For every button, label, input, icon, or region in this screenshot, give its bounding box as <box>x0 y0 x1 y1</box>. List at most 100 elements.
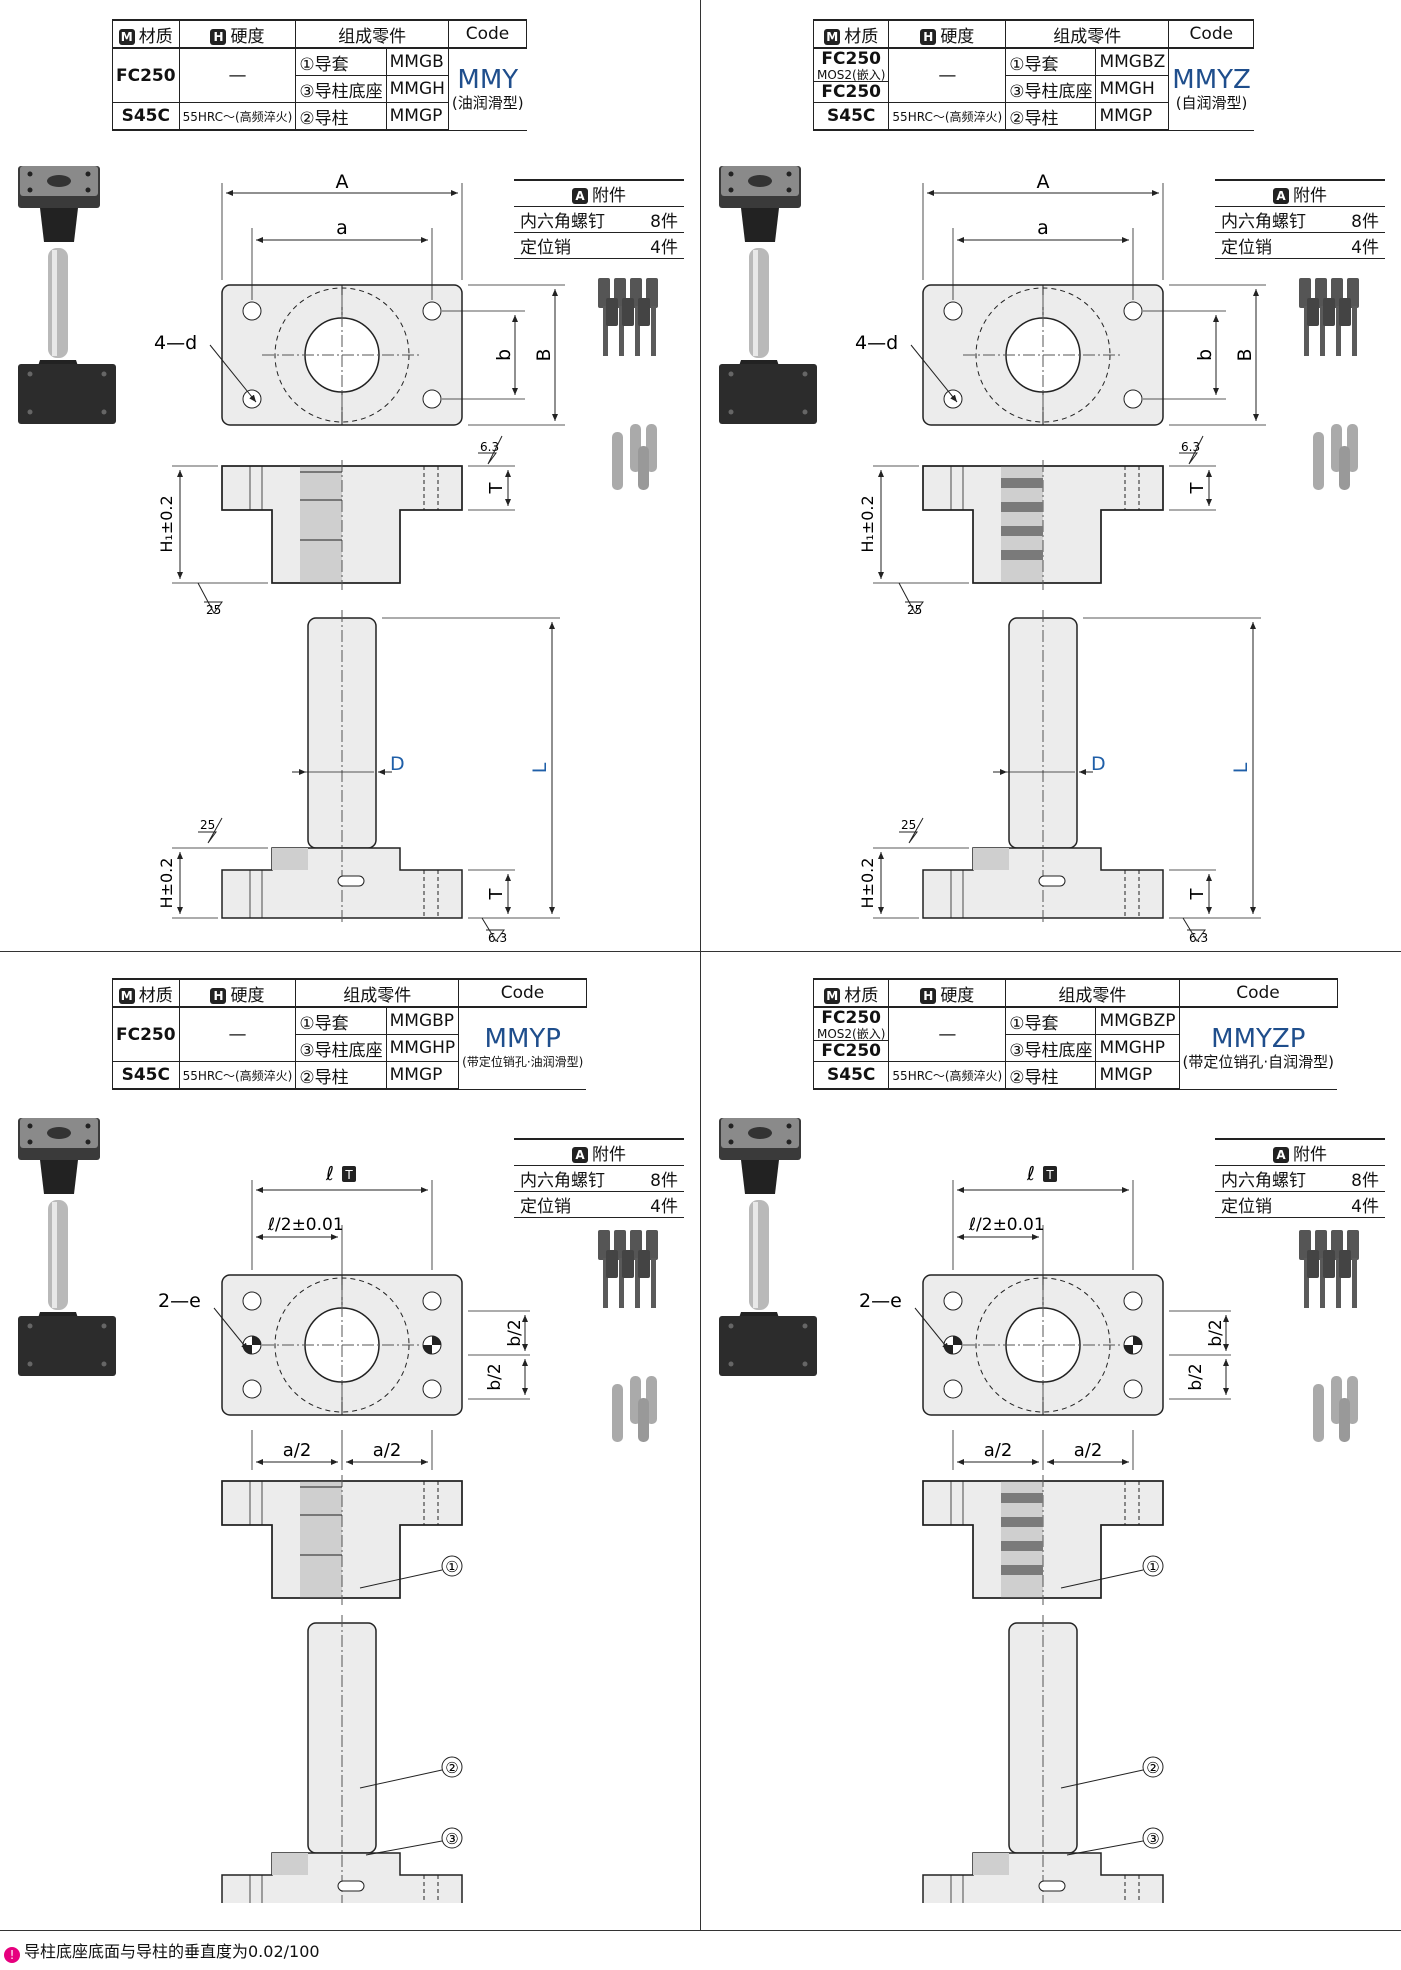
accessory-badge-icon: A <box>1273 188 1289 204</box>
code-header: Code <box>447 19 528 49</box>
dim-H: H±0.2 <box>858 858 877 909</box>
accessory-name: 定位销 <box>514 232 635 259</box>
product-code-cell: MMYZP(带定位销孔·自润滑型) <box>1178 1006 1338 1090</box>
hardness-cell: 55HRC～(高频淬火) <box>888 1061 1007 1090</box>
dim-d: 4—d <box>855 332 898 354</box>
accessory-name: 定位销 <box>1215 232 1336 259</box>
footer-text: 导柱底座底面与导柱的垂直度为0.02/100 <box>24 1942 320 1961</box>
dim-H1: H₁±0.2 <box>858 495 877 552</box>
dim-b-half: b/2 <box>1206 1319 1226 1346</box>
hardness-badge-icon: H <box>920 28 937 45</box>
accessory-badge-icon: A <box>572 188 588 204</box>
hardness-cell: — <box>178 1006 297 1062</box>
part-code: MMGBZP <box>1095 1006 1180 1035</box>
bushing-side-view <box>922 1475 1164 1605</box>
vertical-divider <box>700 0 701 1930</box>
material-cell: S45C <box>812 102 890 131</box>
product-code: MMYZP <box>1211 1024 1306 1055</box>
roughness-label: 25 <box>907 603 922 617</box>
part-name: ③导柱底座 <box>1005 1034 1097 1062</box>
product-code-desc: (带定位销孔·油润滑型) <box>462 1055 584 1070</box>
product-photo <box>719 1118 817 1376</box>
footer-note: !导柱底座底面与导柱的垂直度为0.02/100 <box>4 1938 320 1963</box>
parts-header: 组成零件 <box>295 19 449 49</box>
bushing-plan-view <box>221 284 463 426</box>
accessory-qty: 8件 <box>634 1165 684 1192</box>
roughness-label: 25 <box>200 818 215 832</box>
material-cell: S45C <box>812 1061 890 1090</box>
hardness-cell: 55HRC～(高频淬火) <box>178 1061 297 1090</box>
part-name: ③导柱底座 <box>295 1034 387 1062</box>
roughness-label: 25 <box>901 818 916 832</box>
roughness-label: 6.3 <box>488 931 507 945</box>
pins-photo <box>1313 424 1358 490</box>
dim-L: L <box>529 762 551 773</box>
product-photo <box>18 166 116 424</box>
part-code: MMGP <box>1095 1061 1180 1090</box>
dim-b: b <box>493 349 515 361</box>
roughness-label: 6.3 <box>1189 931 1208 945</box>
accessory-qty: 8件 <box>1335 1165 1385 1192</box>
dim-A: A <box>1037 171 1050 193</box>
material-badge-icon: M <box>118 987 135 1004</box>
dim-b-half: b/2 <box>485 1363 505 1390</box>
dim-H: H±0.2 <box>157 858 176 909</box>
dim-d: 4—d <box>154 332 197 354</box>
dim-a: a <box>336 217 348 239</box>
pillar-side-view <box>221 610 463 925</box>
technical-drawing: ℓ T ℓ/2±0.01 a/2 a/2 b/2 b/2 2—e <box>719 1118 1359 1903</box>
roughness-label: 25 <box>206 603 221 617</box>
bushing-plan-view <box>221 1274 463 1416</box>
accessory-qty: 8件 <box>634 206 684 233</box>
info-icon: ! <box>4 1947 20 1963</box>
dim-l-half: ℓ/2±0.01 <box>267 1215 344 1235</box>
accessory-badge-icon: A <box>1273 1147 1289 1163</box>
part-name: ②导柱 <box>1005 102 1097 131</box>
part-code: MMGH <box>385 75 449 103</box>
pillar-side-view <box>922 1615 1164 1903</box>
dim-H1: H₁±0.2 <box>157 495 176 552</box>
dim-T: T <box>486 482 507 495</box>
material-badge-icon: M <box>824 987 841 1004</box>
product-code-cell: MMY(油润滑型) <box>447 47 527 131</box>
material-badge-icon: M <box>824 28 841 45</box>
dim-a-half: a/2 <box>283 1440 312 1461</box>
part-code: MMGH <box>1095 75 1170 103</box>
product-code: MMYZ <box>1172 65 1251 96</box>
tol-badge-icon: T <box>344 1168 353 1182</box>
part-name: ③导柱底座 <box>1005 75 1097 103</box>
pins-photo <box>612 1376 657 1442</box>
screws-photo <box>1299 1230 1359 1308</box>
dim-l-half: ℓ/2±0.01 <box>968 1215 1045 1235</box>
part-code: MMGHP <box>385 1034 460 1062</box>
dim-D: D <box>390 753 405 775</box>
accessory-badge-icon: A <box>572 1147 588 1163</box>
material-cell: FC250 <box>112 1006 180 1062</box>
technical-drawing: ℓ T ℓ/2±0.01 a/2 a/2 b/2 b/2 2—e <box>18 1118 658 1903</box>
product-code: MMYP <box>484 1024 561 1055</box>
product-code-desc: (带定位销孔·自润滑型) <box>1182 1053 1335 1072</box>
parts-header: 组成零件 <box>1005 19 1170 49</box>
hardness-cell: 55HRC～(高频淬火) <box>178 102 297 131</box>
part-name: ②导柱 <box>295 102 387 131</box>
part-name: ③导柱底座 <box>295 75 387 103</box>
dim-e: 2—e <box>859 1290 902 1312</box>
material-cell: S45C <box>112 1061 180 1090</box>
hardness-badge-icon: H <box>920 987 937 1004</box>
parts-header: 组成零件 <box>295 978 460 1008</box>
horizontal-divider <box>0 951 1401 952</box>
callout-2: ② <box>1146 1759 1159 1777</box>
callout-3: ③ <box>445 1830 458 1848</box>
dim-a-half: a/2 <box>373 1440 402 1461</box>
